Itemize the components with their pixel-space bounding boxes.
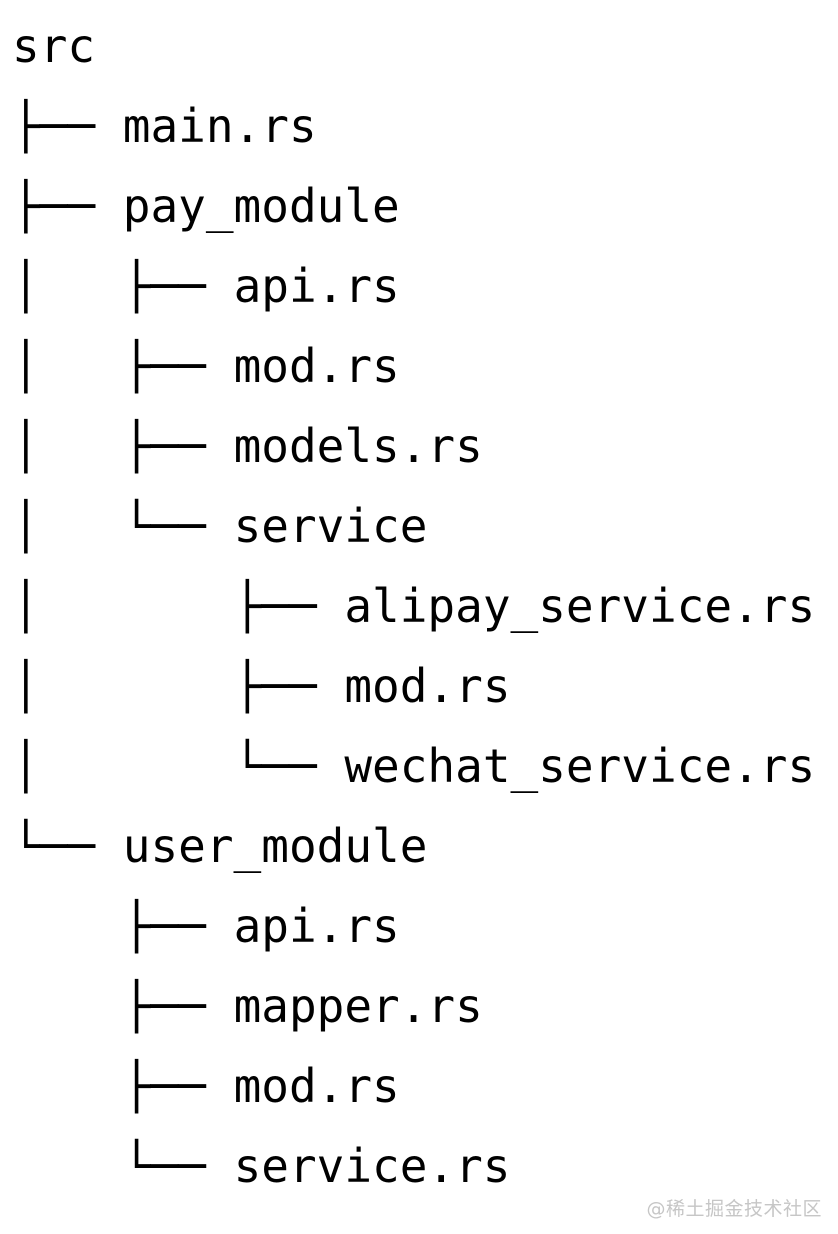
tree-connector-glyph: │ ├── bbox=[12, 339, 234, 393]
tree-file-name[interactable]: mod.rs bbox=[233, 1059, 400, 1113]
tree-directory-name[interactable]: pay_module bbox=[122, 179, 400, 233]
tree-file-row[interactable]: ├── main.rs bbox=[12, 86, 815, 166]
tree-file-row[interactable]: ├── mapper.rs bbox=[12, 966, 815, 1046]
tree-file-row[interactable]: ├── api.rs bbox=[12, 886, 815, 966]
tree-directory-name[interactable]: service bbox=[233, 499, 428, 553]
tree-connector-glyph: ├── bbox=[12, 99, 123, 153]
tree-connector-glyph: ├── bbox=[12, 899, 234, 953]
tree-file-name[interactable]: mod.rs bbox=[344, 659, 511, 713]
tree-file-name[interactable]: main.rs bbox=[122, 99, 317, 153]
tree-file-row[interactable]: │ ├── mod.rs bbox=[12, 326, 815, 406]
tree-directory-row[interactable]: src bbox=[12, 6, 815, 86]
tree-connector-glyph: │ ├── bbox=[12, 419, 234, 473]
directory-tree: src ├── main.rs ├── pay_module │ ├── api… bbox=[12, 6, 815, 1206]
tree-file-row[interactable]: └── service.rs bbox=[12, 1126, 815, 1206]
tree-connector-glyph: ├── bbox=[12, 979, 234, 1033]
tree-connector-glyph: │ ├── bbox=[12, 259, 234, 313]
tree-directory-row[interactable]: └── user_module bbox=[12, 806, 815, 886]
tree-file-name[interactable]: models.rs bbox=[233, 419, 483, 473]
tree-file-row[interactable]: ├── mod.rs bbox=[12, 1046, 815, 1126]
tree-connector-glyph: └── bbox=[12, 819, 123, 873]
tree-file-row[interactable]: │ ├── api.rs bbox=[12, 246, 815, 326]
tree-file-name[interactable]: mod.rs bbox=[233, 339, 400, 393]
tree-directory-row[interactable]: ├── pay_module bbox=[12, 166, 815, 246]
tree-directory-row[interactable]: │ └── service bbox=[12, 486, 815, 566]
tree-connector-glyph: ├── bbox=[12, 179, 123, 233]
tree-connector-glyph: │ └── bbox=[12, 739, 345, 793]
tree-file-name[interactable]: wechat_service.rs bbox=[344, 739, 816, 793]
tree-file-row[interactable]: │ ├── models.rs bbox=[12, 406, 815, 486]
tree-connector-glyph: │ ├── bbox=[12, 659, 345, 713]
tree-file-name[interactable]: alipay_service.rs bbox=[344, 579, 816, 633]
tree-file-row[interactable]: │ └── wechat_service.rs bbox=[12, 726, 815, 806]
tree-file-name[interactable]: api.rs bbox=[233, 259, 400, 313]
tree-file-name[interactable]: api.rs bbox=[233, 899, 400, 953]
tree-file-row[interactable]: │ ├── alipay_service.rs bbox=[12, 566, 815, 646]
tree-directory-name[interactable]: src bbox=[12, 19, 96, 73]
tree-file-row[interactable]: │ ├── mod.rs bbox=[12, 646, 815, 726]
tree-file-name[interactable]: mapper.rs bbox=[233, 979, 483, 1033]
tree-directory-name[interactable]: user_module bbox=[122, 819, 428, 873]
tree-connector-glyph: ├── bbox=[12, 1059, 234, 1113]
tree-connector-glyph: │ ├── bbox=[12, 579, 345, 633]
tree-file-name[interactable]: service.rs bbox=[233, 1139, 511, 1193]
watermark-label: @稀土掘金技术社区 bbox=[646, 1198, 822, 1220]
tree-connector-glyph: └── bbox=[12, 1139, 234, 1193]
tree-connector-glyph: │ └── bbox=[12, 499, 234, 553]
